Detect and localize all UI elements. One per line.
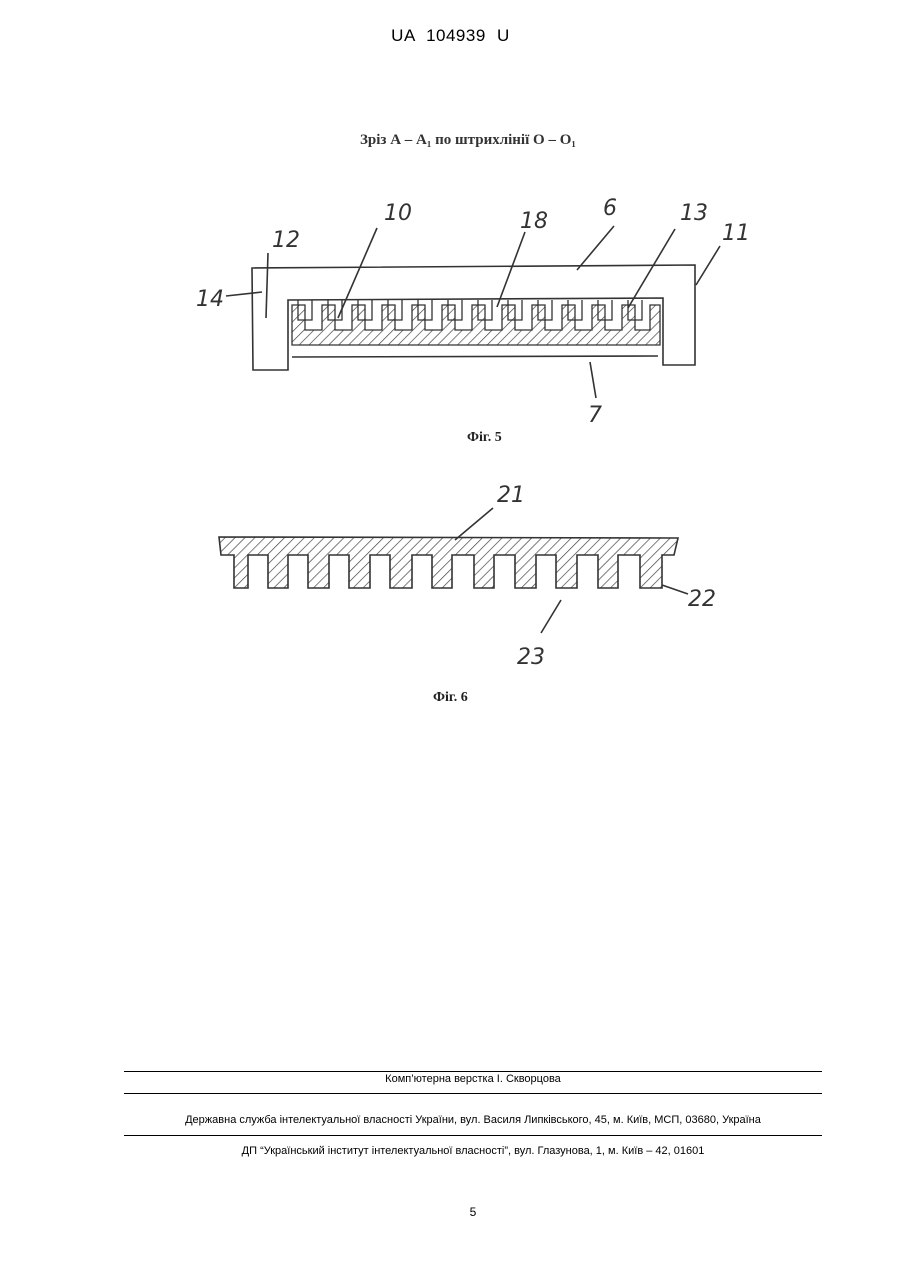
figure-5-drawing bbox=[226, 226, 720, 398]
comb-profile-hatched bbox=[219, 537, 678, 588]
label-23: 23 bbox=[517, 645, 545, 670]
label-18: 18 bbox=[520, 209, 548, 234]
patent-drawings: 14 12 10 18 6 13 11 7 21 22 23 bbox=[0, 0, 901, 720]
institute-address: ДП “Український інститут інтелектуальної… bbox=[0, 1145, 901, 1157]
figure-6-drawing bbox=[219, 508, 688, 633]
base-line bbox=[292, 356, 658, 357]
footer-rule-bottom bbox=[124, 1135, 822, 1136]
comb-hatched-element bbox=[292, 305, 660, 345]
label-13: 13 bbox=[680, 201, 708, 226]
label-21: 21 bbox=[497, 483, 525, 508]
label-12: 12 bbox=[272, 228, 300, 253]
label-6: 6 bbox=[603, 196, 617, 221]
figure-5-caption: Фіг. 5 bbox=[467, 430, 502, 446]
label-14: 14 bbox=[196, 287, 224, 312]
label-11: 11 bbox=[722, 221, 750, 246]
agency-address: Державна служба інтелектуальної власност… bbox=[0, 1114, 901, 1126]
label-7: 7 bbox=[588, 403, 602, 428]
footer-rule-top bbox=[124, 1071, 822, 1072]
label-10: 10 bbox=[384, 201, 412, 226]
label-22: 22 bbox=[688, 587, 716, 612]
footer-rule-middle bbox=[124, 1093, 822, 1094]
page-number: 5 bbox=[0, 1205, 901, 1219]
figure-6-caption: Фіг. 6 bbox=[433, 690, 468, 706]
layout-credit: Комп’ютерна верстка І. Скворцова bbox=[0, 1073, 901, 1085]
housing-teeth bbox=[298, 300, 642, 320]
